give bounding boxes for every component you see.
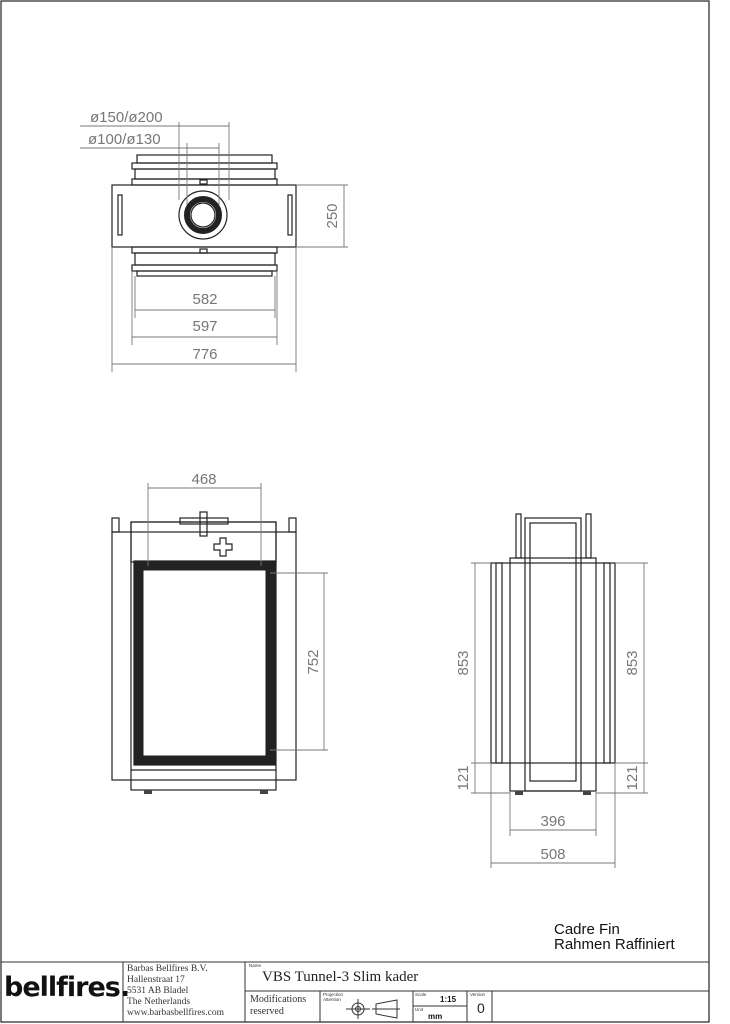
sheet-border [0, 0, 710, 1023]
scale-value: 1:15 [440, 995, 457, 1004]
reserved-label: reserved [250, 1006, 284, 1017]
version-value: 0 [477, 1000, 485, 1016]
flue-outer-dimension: ø150/ø200 [90, 109, 163, 126]
side-view: 853 121 853 121 396 508 [455, 513, 648, 868]
scale-label: Scale [415, 992, 427, 997]
depth-dimension: 250 [324, 203, 341, 228]
frame-note-fr: Cadre Fin [554, 921, 620, 938]
top-view: ø150/ø200 ø100/ø130 250 582 597 776 [80, 109, 348, 372]
projection-label: Projection Attention [323, 992, 344, 1002]
flue-inner-dimension: ø100/ø130 [88, 131, 161, 148]
front-view: 468 752 [111, 471, 328, 794]
side-total-depth-dimension: 508 [540, 846, 565, 863]
name-label: Name [249, 963, 262, 968]
title-block-frame [1, 961, 709, 1022]
side-height-left-dimension: 853 [455, 650, 472, 675]
width-total-dimension: 776 [192, 346, 217, 363]
frame-note-de: Rahmen Raffiniert [554, 936, 675, 953]
company-city: 5531 AB Bladel [127, 986, 189, 996]
side-base-left-dimension: 121 [455, 765, 472, 790]
version-label: Version [470, 992, 486, 997]
side-inner-depth-dimension: 396 [540, 813, 565, 830]
company-website: www.barbasbellfires.com [127, 1008, 224, 1018]
product-name: VBS Tunnel-3 Slim kader [262, 969, 419, 985]
side-height-right-dimension: 853 [624, 650, 641, 675]
modifications-label: Modifications [250, 994, 307, 1005]
company-name: Barbas Bellfires B.V. [127, 964, 208, 974]
company-street: Hallenstraat 17 [127, 975, 185, 985]
width-mid-dimension: 597 [192, 318, 217, 335]
glass-height-dimension: 752 [305, 649, 322, 674]
bellfires-logo: bellfires. [4, 972, 130, 1003]
unit-value: mm [428, 1012, 443, 1021]
side-base-right-dimension: 121 [624, 765, 641, 790]
company-country: The Netherlands [127, 997, 191, 1007]
glass-width-dimension: 468 [191, 471, 216, 488]
unit-label: Unit [415, 1007, 424, 1012]
width-inner-dimension: 582 [192, 291, 217, 308]
